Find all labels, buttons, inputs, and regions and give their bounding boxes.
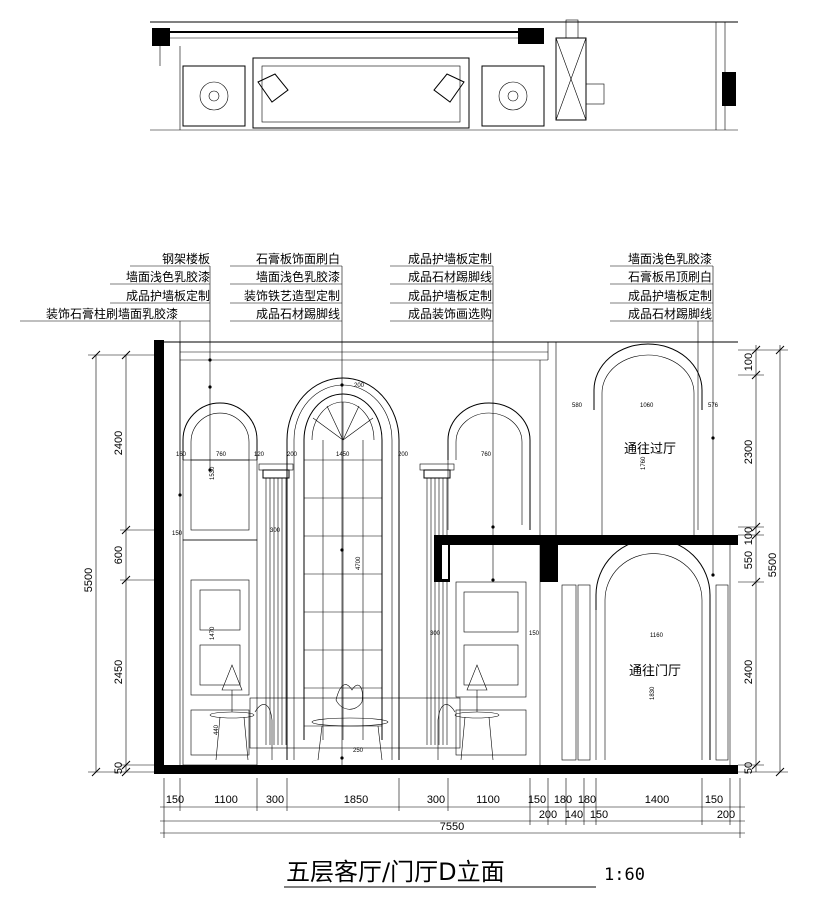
inner-dim: 1830 <box>650 686 656 700</box>
inner-dim: 1530 <box>210 466 216 480</box>
bottom-dim: 150 <box>166 794 184 806</box>
left-dim-segment: 600 <box>113 546 125 564</box>
left-dim-segment: 2400 <box>113 431 125 455</box>
floor-slab <box>154 765 738 774</box>
left-dim-total: 5500 <box>83 568 95 592</box>
callout-label: 钢架楼板 <box>162 251 210 266</box>
inner-dim: 580 <box>572 403 583 409</box>
callout-label: 成品护墙板定制 <box>126 288 210 303</box>
callout-label: 石膏板饰面刷白 <box>256 251 340 266</box>
furniture <box>209 664 500 761</box>
bottom-dim: 150 <box>705 794 723 806</box>
bottom-dim: 1400 <box>645 794 669 806</box>
drawing-scale: 1:60 <box>604 865 645 885</box>
inner-dim: 440 <box>214 724 220 735</box>
right-column-flutes <box>426 478 448 745</box>
drawing-title: 五层客厅/门厅D立面 <box>286 858 505 886</box>
foyer-side-panels <box>561 545 731 765</box>
inner-dimensions: 160 760 120 300 150 1530 1470 440 200 14… <box>172 383 719 754</box>
plan-view <box>150 19 738 131</box>
leader-lines <box>20 265 715 765</box>
window-mullions <box>304 402 382 740</box>
inner-dim: 1160 <box>650 633 664 639</box>
inner-dim: 1060 <box>640 403 654 409</box>
inner-dim: 150 <box>172 531 183 537</box>
bottom-dim: 1850 <box>344 794 368 806</box>
right-dim-segment: 100 <box>743 353 755 371</box>
bottom-dim: 1100 <box>214 794 238 806</box>
inner-dim: 200 <box>287 452 298 458</box>
bottom-dim: 300 <box>427 794 445 806</box>
bottom-dimensions: 150 1100 300 1850 300 1100 150 180 180 1… <box>160 778 745 838</box>
bottom-dim: 180 <box>578 794 596 806</box>
right-dim-segment: 550 <box>743 551 755 569</box>
bottom-dim-total: 7550 <box>440 821 464 833</box>
callout-label: 成品石材踢脚线 <box>408 269 492 284</box>
inner-dim: 300 <box>430 631 441 637</box>
callout-label: 装饰石膏柱刷墙面乳胶漆 <box>46 306 178 321</box>
bottom-dim: 300 <box>266 794 284 806</box>
mezzanine-slab <box>434 535 738 582</box>
right-dim-segment: 100 <box>743 527 755 545</box>
bottom-dim: 180 <box>554 794 572 806</box>
right-dimensions: 100 2300 100 550 2400 50 5500 <box>738 345 788 777</box>
callout-label: 成品护墙板定制 <box>408 251 492 266</box>
right-dim-segment: 50 <box>743 762 755 774</box>
inner-dim: 1450 <box>336 452 350 458</box>
inner-dim: 200 <box>398 452 409 458</box>
inner-dim: 250 <box>353 748 364 754</box>
inner-dim: 576 <box>708 403 719 409</box>
room-label-foyer: 通往门厅 <box>629 664 681 679</box>
left-dimensions: 5500 2400 600 2450 50 <box>83 350 164 777</box>
bottom-dim: 1100 <box>476 794 500 806</box>
inner-dim: 200 <box>354 383 365 389</box>
inner-dim: 1470 <box>210 626 216 640</box>
right-dim-segment: 2300 <box>743 440 755 464</box>
bottom-dim: 150 <box>590 809 608 821</box>
inner-dim: 160 <box>176 452 187 458</box>
callout-label: 墙面浅色乳胶漆 <box>628 251 712 266</box>
inner-dim: 760 <box>216 452 227 458</box>
right-dim-total: 5500 <box>767 553 779 577</box>
inner-dim: 120 <box>254 452 265 458</box>
left-column-flutes <box>265 478 287 745</box>
callout-label: 石膏板吊顶刷白 <box>628 269 712 284</box>
left-wall-section <box>154 340 164 772</box>
callout-label: 成品护墙板定制 <box>408 288 492 303</box>
inner-dim: 4700 <box>356 556 362 570</box>
inner-dim: 760 <box>481 452 492 458</box>
elevation <box>154 340 738 774</box>
callout-label: 墙面浅色乳胶漆 <box>126 269 210 284</box>
left-dim-segment: 50 <box>113 762 125 774</box>
inner-dim: 1760 <box>641 456 647 470</box>
bottom-dim: 200 <box>717 809 735 821</box>
right-dim-segment: 2400 <box>743 660 755 684</box>
left-dim-segment: 2450 <box>113 660 125 684</box>
callouts: 钢架楼板 墙面浅色乳胶漆 成品护墙板定制 装饰石膏柱刷墙面乳胶漆 石膏板饰面刷白… <box>46 251 712 321</box>
callout-label: 墙面浅色乳胶漆 <box>256 269 340 284</box>
room-label-passage: 通往过厅 <box>624 442 676 457</box>
callout-label: 成品石材踢脚线 <box>628 306 712 321</box>
inner-dim: 300 <box>270 528 281 534</box>
bottom-dim: 200 <box>539 809 557 821</box>
callout-label: 成品护墙板定制 <box>628 288 712 303</box>
bottom-dim: 140 <box>565 809 583 821</box>
callout-label: 装饰铁艺造型定制 <box>244 288 340 303</box>
inner-dim: 150 <box>529 631 540 637</box>
callout-label: 成品石材踢脚线 <box>256 306 340 321</box>
callout-label: 成品装饰画选购 <box>408 306 492 321</box>
bottom-dim: 150 <box>528 794 546 806</box>
